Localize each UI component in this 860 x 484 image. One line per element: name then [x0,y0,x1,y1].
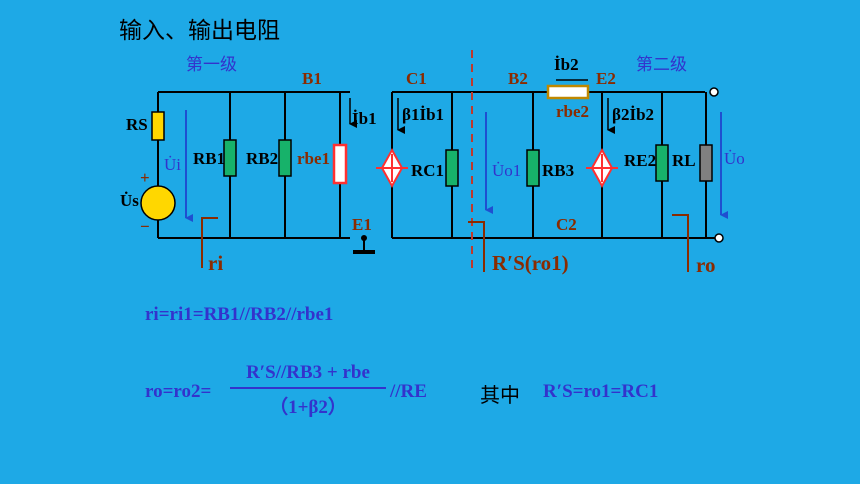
ro-bracket [672,214,689,272]
label-e2: E2 [596,69,616,88]
label-beta2: β2İb2 [612,105,654,124]
output-terminal-top [709,87,719,97]
resistor-rbe1 [332,143,348,185]
label-plus: + [140,168,150,187]
label-ri: ri [208,251,223,275]
ground-symbol [353,250,375,254]
label-uo: U̇o [724,149,745,168]
label-b2: B2 [508,69,528,88]
label-minus: − [140,217,150,236]
ro-formula-numerator: R′S//RB3 + rbe [246,362,370,383]
resistor-rb3 [526,149,540,187]
label-rc1: RC1 [411,161,444,180]
fraction-bar [230,387,386,389]
resistor-rbe2 [546,84,590,100]
node-dot [361,235,367,241]
rs-definition: R′S=ro1=RC1 [543,381,659,402]
stage1-label: 第一级 [186,55,237,75]
resistor-rb2 [278,139,292,177]
label-c2: C2 [556,215,577,234]
stage2-label: 第二级 [636,55,687,75]
rs-bracket [468,221,485,272]
label-ro: ro [696,253,715,277]
label-rs: RS [126,115,148,134]
label-rb1: RB1 [193,149,225,168]
label-ui: U̇i [164,155,181,174]
label-rb3: RB3 [542,161,574,180]
output-terminal-bottom [714,233,724,243]
label-rs-ro1: R′S(ro1) [492,251,569,275]
page-title: 输入、输出电阻 [119,18,280,44]
ro-formula-denominator: （1+β2） [269,397,347,418]
resistor-re2 [655,144,669,182]
current-source-beta2 [586,147,618,189]
label-c1: C1 [406,69,427,88]
label-rl: RL [672,151,696,170]
where-label: 其中 [480,383,520,407]
resistor-rc1 [445,149,459,187]
wires [157,91,715,250]
label-beta1: β1İb1 [402,105,444,124]
label-e1: E1 [352,215,372,234]
current-source-beta1 [376,147,408,189]
ri-formula: ri=ri1=RB1//RB2//rbe1 [145,304,334,325]
label-uo1: U̇o1 [492,161,521,180]
ro-formula-rhs: //RE [390,381,427,402]
ri-bracket [201,217,218,268]
label-ib2: İb2 [554,55,579,74]
resistor-rb1 [223,139,237,177]
label-re2: RE2 [624,151,656,170]
resistor-rl [699,144,713,182]
label-b1: B1 [302,69,322,88]
label-rbe2: rbe2 [556,102,589,121]
label-rb2: RB2 [246,149,278,168]
resistor-rs [151,111,165,141]
label-us: U̇s [120,191,139,210]
ro-formula-lhs: ro=ro2= [145,381,212,402]
voltage-source-us [140,185,176,221]
label-ib1: İb1 [352,109,377,128]
label-rbe1: rbe1 [297,149,330,168]
